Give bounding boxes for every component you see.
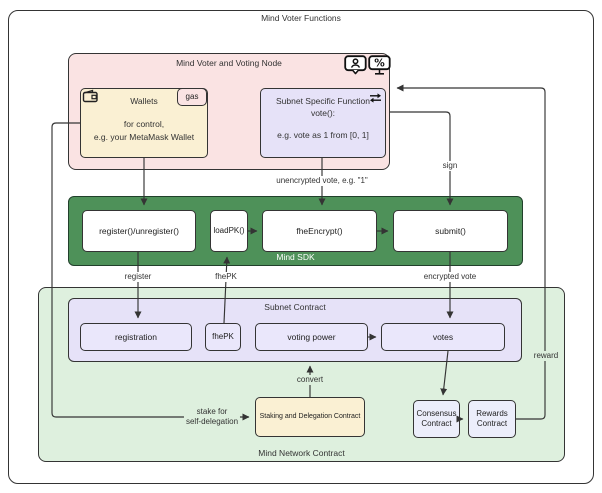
vote-fn-node — [260, 88, 386, 158]
registration-node: registration — [80, 323, 192, 351]
consensus-line2: Contract — [421, 419, 452, 428]
consensus-node: Consensus Contract — [413, 400, 460, 438]
fheencrypt-node: fheEncrypt() — [262, 210, 377, 252]
swap-icon — [368, 91, 383, 103]
votes-node: votes — [381, 323, 505, 351]
wallets-text: Wallets for control, e.g. your MetaMask … — [80, 95, 208, 143]
submit-node: submit() — [393, 210, 508, 252]
edge-label-stake-line1: stake for — [196, 407, 228, 416]
rewards-line2: Contract — [476, 419, 508, 428]
edge-label-unencrypted-vote: unencrypted vote, e.g. "1" — [274, 176, 370, 186]
wallets-line2: e.g. your MetaMask Wallet — [93, 131, 195, 142]
voting-node-title: Mind Voter and Voting Node — [176, 58, 282, 68]
network-contract-label: Mind Network Contract — [258, 448, 345, 458]
rewards-line1: Rewards — [476, 409, 508, 418]
edge-label-reward: reward — [531, 351, 561, 361]
staking-node: Staking and Delegation Contract — [255, 397, 365, 437]
diagram-title: Mind Voter Functions — [261, 13, 341, 23]
gas-badge: gas — [177, 88, 207, 106]
vote-fn-line1: Subnet Specific Function — [275, 96, 371, 106]
edge-label-fhepk: fhePK — [213, 272, 239, 282]
fhepk-node: fhePK — [205, 323, 241, 351]
wallets-title: Wallets — [130, 96, 158, 106]
edge-label-stake-line2: self-delegation — [185, 417, 239, 426]
edge-label-sign: sign — [440, 161, 460, 171]
edge-label-encrypted-vote: encrypted vote — [421, 272, 479, 282]
consensus-line1: Consensus — [416, 409, 457, 418]
rewards-node: Rewards Contract — [468, 400, 516, 438]
subnet-contract-label: Subnet Contract — [264, 302, 326, 312]
edge-label-convert: convert — [294, 375, 326, 385]
register-node: register()/unregister() — [82, 210, 196, 252]
edge-label-register: register — [122, 272, 154, 282]
vote-fn-line2: vote(): — [310, 107, 336, 118]
vote-fn-text: Subnet Specific Function vote(): e.g. vo… — [260, 96, 386, 142]
percent-screen-icon: % — [368, 55, 391, 76]
voting-power-node: voting power — [255, 323, 368, 351]
edge-label-stake: stake for self-delegation — [183, 407, 241, 427]
svg-text:%: % — [374, 57, 385, 69]
wallet-icon — [82, 89, 99, 103]
vote-fn-line3: e.g. vote as 1 from [0, 1] — [277, 129, 369, 140]
user-chat-icon — [344, 55, 367, 76]
sdk-label: Mind SDK — [276, 252, 315, 262]
wallets-line1: for control, — [123, 119, 165, 130]
loadpk-node: loadPK() — [210, 210, 248, 252]
